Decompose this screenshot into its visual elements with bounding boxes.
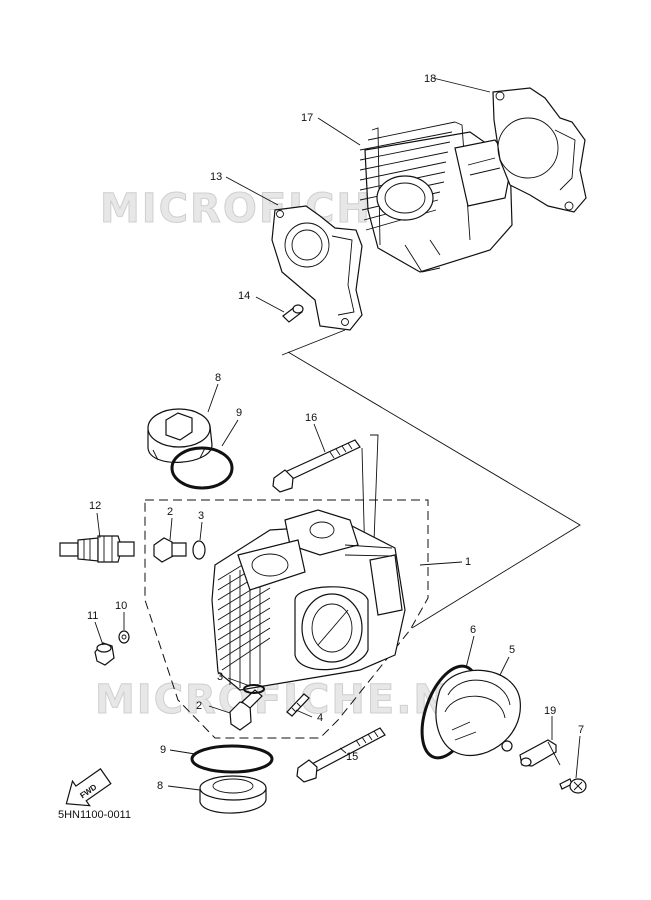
callout-16: 16 <box>305 412 317 424</box>
cylinder-gasket <box>492 87 587 213</box>
plug-2-top <box>153 537 187 563</box>
leader-assembly <box>287 351 581 629</box>
washer-10 <box>118 630 130 644</box>
side-cover-5 <box>435 669 521 757</box>
callout-2-top: 2 <box>167 506 173 518</box>
callout-7: 7 <box>578 724 584 736</box>
callout-4: 4 <box>317 712 323 724</box>
callout-9-bottom: 9 <box>160 744 166 756</box>
callout-17: 17 <box>301 112 313 124</box>
bolt-15 <box>296 727 386 783</box>
o-ring-3-bottom <box>243 684 265 694</box>
callout-15: 15 <box>346 751 358 763</box>
callout-11: 11 <box>87 610 98 622</box>
callout-1: 1 <box>465 556 471 568</box>
cylinder <box>359 121 513 273</box>
callout-9-top: 9 <box>236 407 242 419</box>
diagram-code: 5HN1100-0011 <box>58 809 131 821</box>
callout-6: 6 <box>470 624 476 636</box>
callout-13: 13 <box>210 171 222 183</box>
callout-3-top: 3 <box>198 510 204 522</box>
o-ring-9-top <box>170 446 234 490</box>
callout-14: 14 <box>238 290 250 302</box>
washer-10-hole <box>121 634 127 640</box>
drain-cap-8-bottom <box>199 775 267 814</box>
o-ring-3-top <box>192 540 206 560</box>
bracket-19 <box>519 739 561 767</box>
oil-filler-cap <box>147 408 213 463</box>
callout-10: 10 <box>115 600 127 612</box>
leader-gasket <box>281 329 346 356</box>
callout-8-bottom: 8 <box>157 780 163 792</box>
acorn-nut-11 <box>94 642 115 666</box>
callout-leaders <box>94 77 581 791</box>
callout-3-bottom: 3 <box>217 671 223 683</box>
callout-12: 12 <box>89 500 101 512</box>
o-ring-9-bottom <box>190 744 274 774</box>
bolt-16 <box>272 439 361 493</box>
forward-arrow: FWD <box>65 768 112 807</box>
screw-7 <box>559 778 587 794</box>
dowel-pin <box>282 304 304 323</box>
plug-2-bottom <box>229 689 263 731</box>
callout-2-bottom: 2 <box>196 700 202 712</box>
spark-plug <box>59 535 135 563</box>
callout-5: 5 <box>509 644 515 656</box>
callout-19: 19 <box>544 705 556 717</box>
callout-18: 18 <box>424 73 436 85</box>
stud-bolt-4 <box>286 693 310 717</box>
cylinder-head <box>211 509 406 691</box>
head-gasket <box>271 205 363 331</box>
callout-8-top: 8 <box>215 372 221 384</box>
